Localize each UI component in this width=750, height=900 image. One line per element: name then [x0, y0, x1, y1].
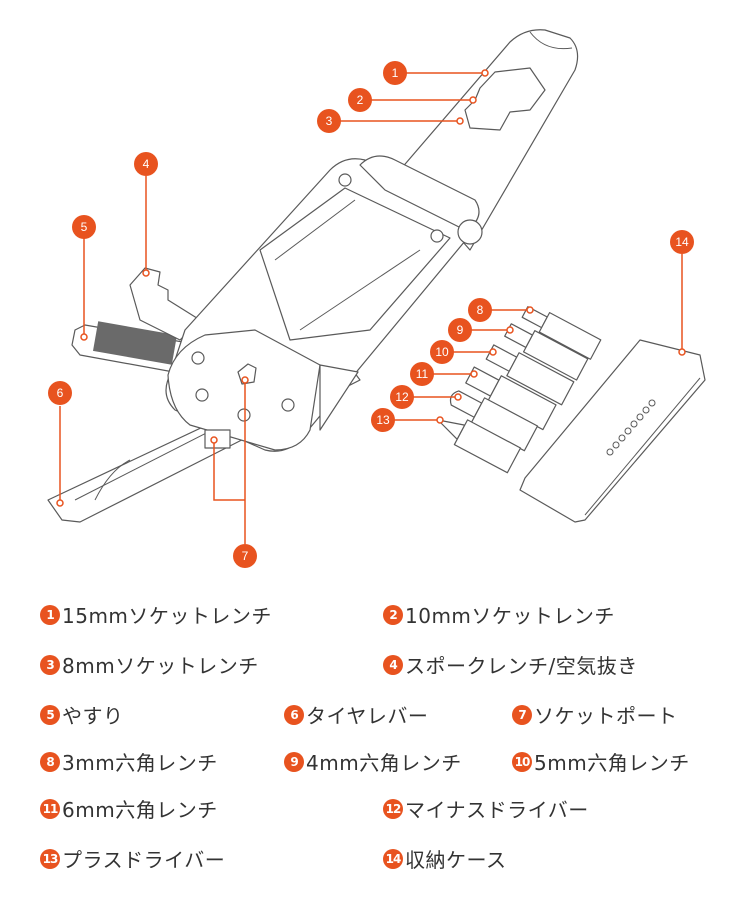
multitool-diagram: 1 2 3 4 5 6 7 8 9 10 11 12 13 14 [47, 29, 706, 568]
number-badge: 6 [284, 704, 304, 725]
callout-5: 5 [72, 215, 96, 239]
base-plate [167, 329, 359, 451]
callout-7: 7 [233, 544, 257, 568]
callout-13: 13 [371, 408, 395, 432]
spoke-wrench [129, 267, 201, 341]
callout-4: 4 [134, 152, 158, 176]
svg-text:13: 13 [376, 413, 390, 427]
svg-text:8: 8 [477, 303, 484, 317]
callout-2: 2 [348, 88, 372, 112]
svg-text:10: 10 [435, 345, 449, 359]
legend-label: 8mmソケットレンチ [62, 654, 259, 678]
svg-text:2: 2 [357, 93, 364, 107]
callout-badges: 1 2 3 4 5 6 7 8 9 10 11 12 13 14 [48, 61, 694, 568]
legend-label: 10mmソケットレンチ [405, 604, 615, 628]
legend-label: 15mmソケットレンチ [62, 604, 272, 628]
number-badge: 3 [40, 654, 60, 675]
legend-label: 5mm六角レンチ [534, 751, 690, 775]
legend-label: 収納ケース [405, 848, 507, 872]
legend-label: プラスドライバー [62, 848, 226, 872]
svg-text:1: 1 [392, 66, 399, 80]
leader-lines [59, 72, 683, 544]
callout-8: 8 [468, 298, 492, 322]
svg-text:9: 9 [457, 323, 464, 337]
number-badge: 1 [40, 604, 60, 625]
number-badge: 8 [40, 751, 60, 772]
legend-label: 6mm六角レンチ [62, 798, 218, 822]
storage-case [519, 339, 706, 523]
number-badge: 2 [383, 604, 403, 625]
callout-1: 1 [383, 61, 407, 85]
number-badge: 13 [40, 848, 60, 869]
legend-label: 3mm六角レンチ [62, 751, 218, 775]
svg-text:11: 11 [416, 367, 429, 381]
number-badge: 9 [284, 751, 304, 772]
legend-label: タイヤレバー [306, 704, 429, 728]
svg-text:3: 3 [326, 114, 333, 128]
callout-10: 10 [430, 340, 454, 364]
callout-11: 11 [410, 362, 434, 386]
callout-14: 14 [670, 230, 694, 254]
legend-label: やすり [62, 704, 124, 728]
callout-12: 12 [390, 385, 414, 409]
number-badge: 7 [512, 704, 532, 725]
callout-9: 9 [448, 318, 472, 342]
number-badge: 10 [512, 751, 532, 772]
callout-3: 3 [317, 109, 341, 133]
svg-text:12: 12 [395, 390, 409, 404]
number-badge: 12 [383, 798, 403, 819]
legend-label: スポークレンチ/空気抜き [405, 654, 638, 678]
number-badge: 14 [383, 848, 403, 869]
svg-text:7: 7 [242, 549, 249, 563]
number-badge: 4 [383, 654, 403, 675]
callout-6: 6 [48, 381, 72, 405]
svg-text:14: 14 [675, 235, 689, 249]
number-badge: 5 [40, 704, 60, 725]
number-badge: 11 [40, 798, 60, 819]
svg-text:4: 4 [143, 157, 150, 171]
legend-label: マイナスドライバー [405, 798, 589, 822]
legend-label: ソケットポート [534, 704, 678, 728]
callout-dots [56, 69, 686, 507]
svg-text:6: 6 [57, 386, 64, 400]
legend-label: 4mm六角レンチ [306, 751, 462, 775]
svg-text:5: 5 [81, 220, 88, 234]
